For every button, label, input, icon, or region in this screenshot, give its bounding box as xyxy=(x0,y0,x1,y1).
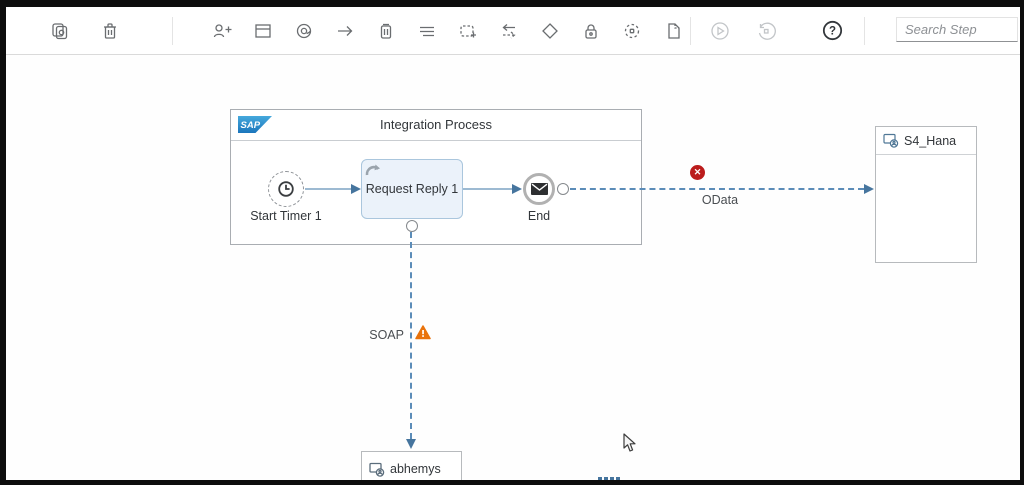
end-event[interactable] xyxy=(523,173,555,205)
swap-arrows-icon xyxy=(502,23,516,38)
flow-canvas[interactable]: SAP Integration Process Start Timer 1 Re… xyxy=(6,55,1020,480)
help-button[interactable]: ? xyxy=(820,19,844,43)
service-call-icon xyxy=(365,164,380,176)
connector-port[interactable] xyxy=(557,183,569,195)
error-badge-icon[interactable]: ✕ xyxy=(690,165,705,180)
mouse-cursor-icon xyxy=(623,433,636,452)
delete-button[interactable] xyxy=(98,19,122,43)
arrow-right-icon xyxy=(338,25,353,36)
participant-abhemys[interactable]: abhemys xyxy=(361,451,462,480)
start-event-label: Start Timer 1 xyxy=(250,209,322,223)
help-icon: ? xyxy=(822,20,842,41)
odata-flow-label: OData xyxy=(701,193,739,207)
search-step-input[interactable] xyxy=(896,17,1018,42)
lines-icon xyxy=(420,26,434,36)
gateway-button[interactable] xyxy=(538,19,562,43)
participant-s4hana[interactable]: S4_Hana xyxy=(875,126,977,263)
warning-icon[interactable] xyxy=(415,325,431,340)
receiver-icon xyxy=(369,462,385,477)
routing-button[interactable] xyxy=(497,19,521,43)
restore-simulation-button[interactable] xyxy=(754,19,778,43)
dotted-circle-icon xyxy=(624,23,640,38)
process-title: Integration Process xyxy=(379,117,492,132)
selection-dots xyxy=(598,477,620,480)
connectors-button[interactable] xyxy=(333,19,357,43)
flow-arrowhead-icon xyxy=(864,184,874,194)
add-participant-button[interactable] xyxy=(210,19,234,43)
add-process-button[interactable] xyxy=(251,19,275,43)
end-event-label: End xyxy=(527,209,551,223)
sap-logo: SAP xyxy=(238,116,272,133)
pool-header: SAP Integration Process xyxy=(231,110,641,141)
soap-message-flow[interactable] xyxy=(410,232,412,439)
simulate-button[interactable] xyxy=(708,19,732,43)
lock-icon xyxy=(585,23,597,39)
local-call-button[interactable] xyxy=(456,19,480,43)
flow-arrowhead-icon xyxy=(512,184,522,194)
copy-icon xyxy=(52,22,68,39)
mapping-button[interactable] xyxy=(374,19,398,43)
flow-steps-button[interactable] xyxy=(415,19,439,43)
tag-icon xyxy=(668,22,680,39)
request-reply-node[interactable]: Request Reply 1 xyxy=(361,159,463,219)
toolbar: ? xyxy=(6,7,1020,55)
clock-icon xyxy=(278,181,294,197)
person-plus-icon xyxy=(213,23,232,37)
persistence-button[interactable] xyxy=(620,19,644,43)
toolbar-divider xyxy=(690,17,691,45)
receiver-icon xyxy=(883,133,899,148)
participant-name: abhemys xyxy=(390,462,441,476)
sequence-flow[interactable] xyxy=(463,188,512,190)
soap-flow-label: SOAP xyxy=(369,328,404,342)
security-button[interactable] xyxy=(579,19,603,43)
copy-button[interactable] xyxy=(48,19,72,43)
request-reply-label: Request Reply 1 xyxy=(365,182,459,196)
pool-icon xyxy=(255,23,271,38)
connector-port[interactable] xyxy=(406,220,418,232)
start-timer-event[interactable] xyxy=(268,171,304,207)
svg-text:?: ? xyxy=(828,26,835,38)
toolbar-divider xyxy=(864,17,865,45)
toolbar-divider xyxy=(172,17,173,45)
sequence-flow[interactable] xyxy=(305,188,351,190)
validator-button[interactable] xyxy=(661,19,685,43)
diamond-icon xyxy=(542,22,558,39)
flow-arrowhead-icon xyxy=(406,439,416,449)
flow-arrowhead-icon xyxy=(351,184,361,194)
bin-icon xyxy=(380,23,392,39)
participant-name: S4_Hana xyxy=(904,133,957,148)
trash-icon xyxy=(104,22,116,39)
envelope-icon xyxy=(530,183,548,195)
events-button[interactable] xyxy=(292,19,316,43)
event-circle-icon xyxy=(296,23,312,38)
dashed-box-arrow-icon xyxy=(460,24,476,37)
odata-message-flow[interactable] xyxy=(570,188,864,190)
play-circle-icon xyxy=(711,21,729,40)
undo-circle-icon xyxy=(758,22,776,40)
svg-text:SAP: SAP xyxy=(241,120,261,131)
